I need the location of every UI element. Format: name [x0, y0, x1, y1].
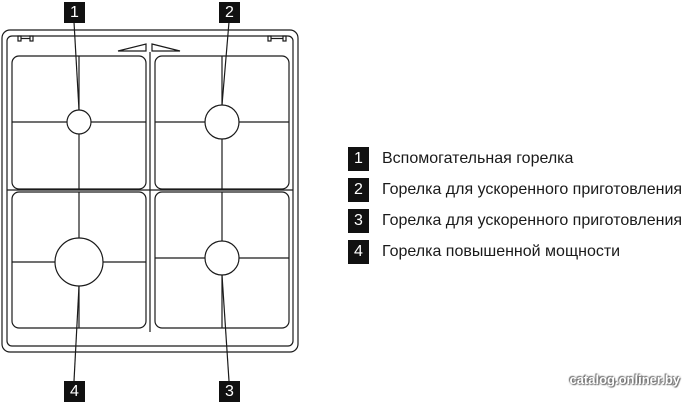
leader-line-2	[221, 21, 230, 106]
cooktop-inner-frame	[6, 35, 294, 347]
watermark: catalog.onliner.by	[569, 372, 680, 387]
legend-number: 3	[348, 209, 369, 233]
callout-3: 3	[219, 381, 240, 402]
burner-1	[66, 109, 92, 135]
vent-left-icon	[117, 43, 147, 52]
burner-4	[54, 237, 104, 287]
leader-line-4	[73, 285, 80, 382]
vent-right-icon	[151, 43, 181, 52]
legend-number: 1	[348, 147, 369, 171]
marker-left-icon	[17, 35, 34, 42]
legend-number: 4	[348, 240, 369, 264]
legend-number: 2	[348, 178, 369, 202]
cooktop-outer-frame	[1, 29, 299, 353]
callout-2: 2	[219, 2, 240, 23]
callout-1: 1	[64, 2, 85, 23]
leader-line-1	[73, 21, 80, 111]
callout-4: 4	[64, 381, 85, 402]
legend-label: Горелка для ускоренного приготовления	[382, 212, 683, 229]
legend-label: Горелка для ускоренного приготовления	[382, 181, 683, 198]
burner-3	[204, 240, 240, 276]
legend-label: Вспомогательная горелка	[382, 150, 574, 167]
leader-line-3	[221, 274, 230, 382]
burner-2	[204, 104, 240, 140]
legend-label: Горелка повышенной мощности	[382, 243, 621, 260]
marker-right-icon	[267, 35, 287, 42]
